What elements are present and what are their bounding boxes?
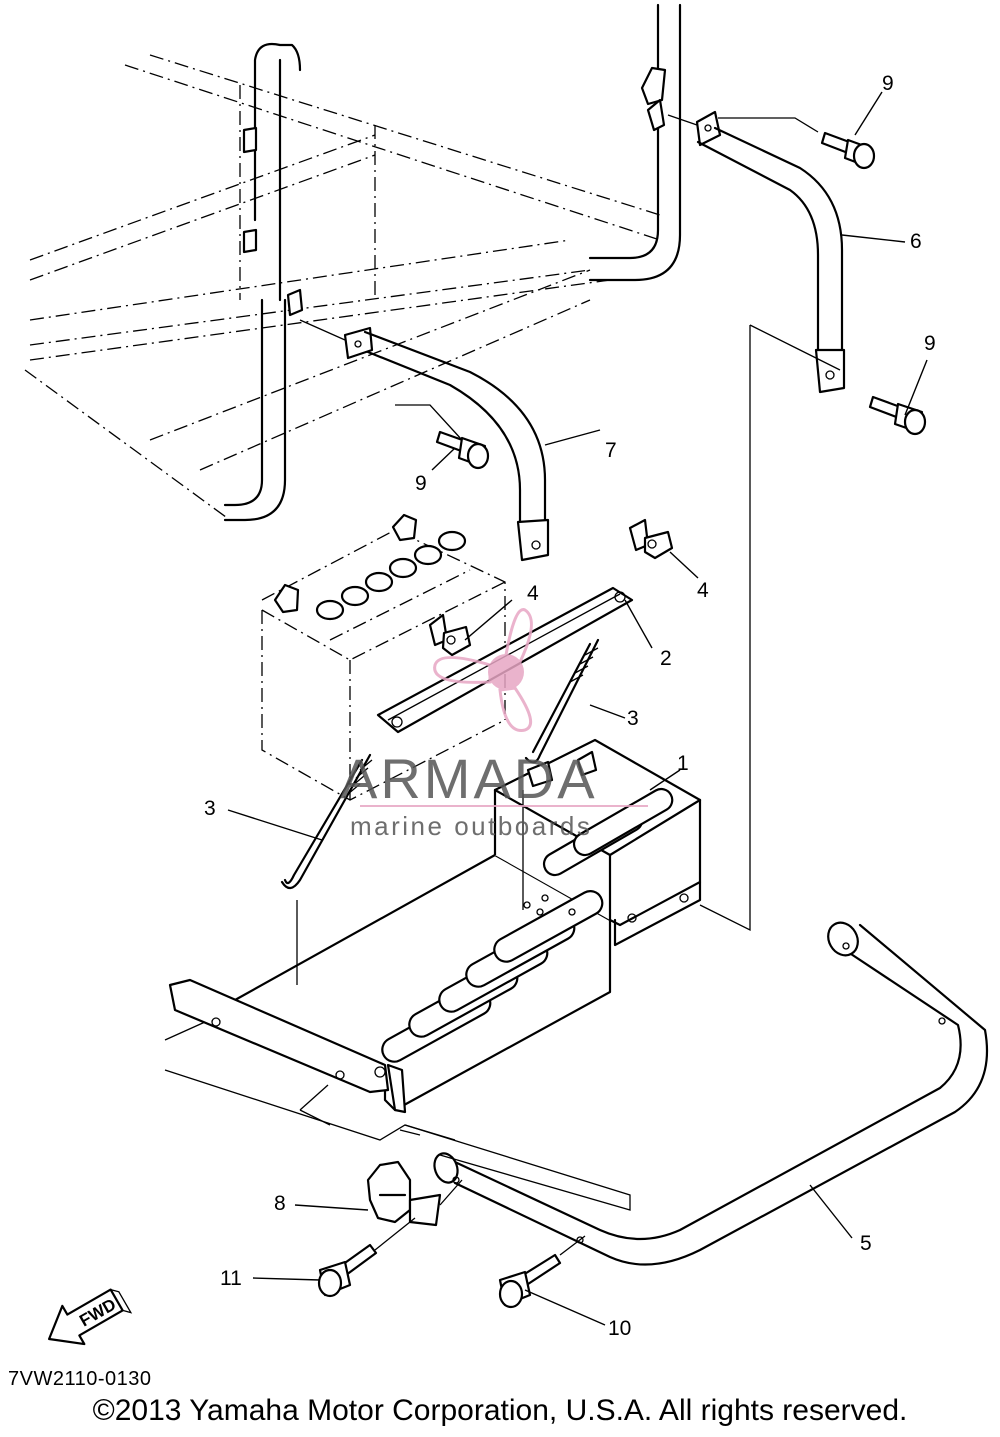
callout-9-left: 9 xyxy=(415,472,427,495)
bolt-11 xyxy=(317,1243,378,1298)
callout-5: 5 xyxy=(860,1232,872,1255)
leader-lines xyxy=(227,91,928,1326)
propeller-logo-icon xyxy=(433,608,533,732)
callout-4-right: 4 xyxy=(697,579,709,602)
watermark-brand: ARMADA xyxy=(340,747,598,810)
bolt-9-right xyxy=(868,395,927,436)
assembly-centerlines xyxy=(164,114,841,1256)
hook-rod-3-right xyxy=(524,638,600,764)
callout-4-left: 4 xyxy=(527,582,539,605)
stay-bracket-6 xyxy=(695,110,846,394)
callout-3-left: 3 xyxy=(204,797,216,820)
bolt-9-upper xyxy=(820,131,876,170)
battery-tray-1 xyxy=(168,738,702,1114)
frame-tube-5 xyxy=(433,921,989,1266)
cargo-bed-frame xyxy=(24,3,682,522)
bolt-10 xyxy=(498,1253,562,1309)
hook-rod-3-left xyxy=(280,753,373,890)
watermark-tagline: marine outboards xyxy=(350,811,592,841)
clamp-8 xyxy=(366,1160,442,1227)
armada-watermark: ARMADA marine outboards xyxy=(340,608,648,841)
callout-8: 8 xyxy=(274,1192,286,1215)
bolt-9-left xyxy=(435,430,490,470)
callout-7: 7 xyxy=(605,439,617,462)
callout-labels: 9 6 9 7 9 4 4 2 3 1 3 8 5 11 10 xyxy=(204,72,936,1340)
callout-3-right: 3 xyxy=(627,707,639,730)
callout-1: 1 xyxy=(677,752,689,775)
wing-nut-4-right xyxy=(628,518,674,560)
diagram-code: 7VW2110-0130 xyxy=(8,1368,152,1390)
copyright-notice: ©2013 Yamaha Motor Corporation, U.S.A. A… xyxy=(92,1394,908,1427)
stay-bracket-7 xyxy=(343,326,550,562)
callout-2: 2 xyxy=(660,647,672,670)
fwd-arrow: FWD xyxy=(47,1288,133,1346)
callout-9-upper: 9 xyxy=(882,72,894,95)
wing-nut-4-left xyxy=(428,613,472,657)
callout-6: 6 xyxy=(910,230,922,253)
callout-9-right: 9 xyxy=(924,332,936,355)
callout-10: 10 xyxy=(608,1317,631,1340)
callout-11: 11 xyxy=(220,1267,242,1290)
